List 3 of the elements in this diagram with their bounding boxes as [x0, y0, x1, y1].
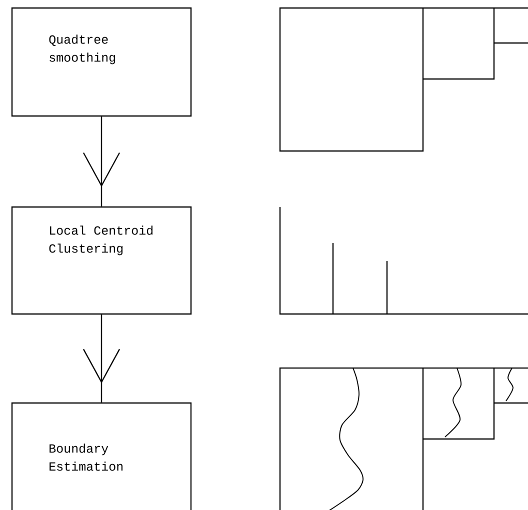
process-box: Quadtree smoothing: [11, 7, 192, 117]
process-box: Local Centroid Clustering: [11, 206, 192, 315]
process-box: Boundary Estimation: [11, 402, 192, 510]
